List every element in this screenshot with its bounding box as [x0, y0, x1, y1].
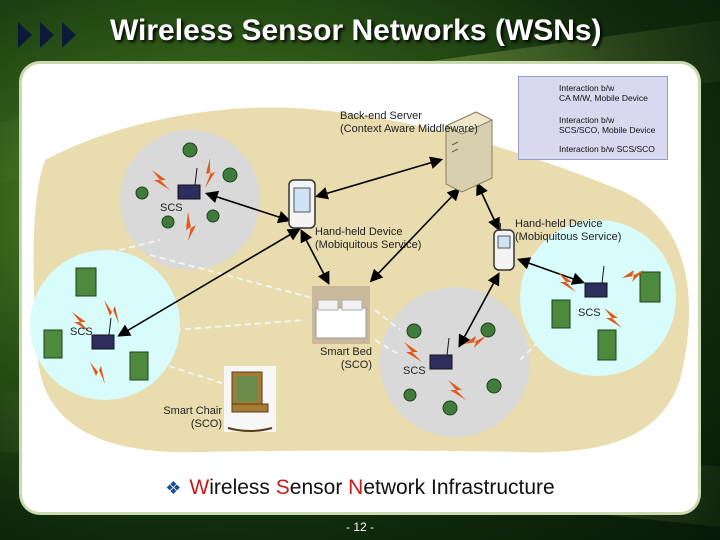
legend-item: Interaction b/w CA M/W, Mobile Device — [559, 83, 648, 103]
link-scs-top-handheld1 — [204, 190, 292, 224]
link-server-bed — [369, 187, 461, 283]
dashed-link — [149, 359, 229, 386]
scs-label: SCS — [70, 326, 93, 338]
link-server-handheld1 — [314, 156, 444, 200]
caption-w: W — [189, 476, 210, 499]
diamond-bullet-icon: ❖ — [165, 478, 182, 498]
smart-chair-icon — [224, 366, 276, 432]
sensor-board-icon — [43, 267, 661, 381]
link-scs-left-handheld1 — [117, 228, 301, 337]
caption-n: N — [348, 476, 364, 499]
link-handheld2-scs-right — [516, 257, 586, 285]
legend-item: Interaction b/w SCS/SCO — [559, 144, 655, 154]
scs-label: SCS — [403, 365, 426, 377]
dashed-link — [374, 339, 401, 356]
scs-cluster-mid — [380, 287, 530, 437]
dashed-link — [374, 309, 401, 331]
server-icon — [444, 111, 494, 193]
gateway-icon — [91, 167, 608, 370]
mobile-phone-icon — [493, 223, 515, 271]
handheld-label: Hand-held Device (Mobiquitous Service) — [315, 226, 422, 251]
caption-s-rest: ensor — [289, 476, 349, 499]
handheld-label: Hand-held Device (Mobiquitous Service) — [515, 218, 622, 243]
page-number: - 12 - — [345, 520, 374, 534]
link-server-handheld2 — [476, 182, 500, 231]
smart-chair-label: Smart Chair (SCO) — [163, 405, 222, 430]
sensor-node-icon — [135, 142, 502, 416]
link-handheld1-bed — [300, 229, 330, 285]
pda-icon — [288, 179, 316, 229]
dashed-link — [519, 334, 546, 361]
caption-s: S — [275, 476, 290, 499]
link-handheld2-scs-mid — [458, 272, 500, 348]
wireless-signal-icon — [72, 158, 644, 400]
caption-n-rest: etwork Infrastructure — [363, 476, 555, 499]
caption-w-rest: ireless — [209, 476, 276, 499]
scs-label: SCS — [160, 202, 183, 214]
arrow-decoration-icon — [40, 22, 54, 48]
server-label: Back-end Server (Context Aware Middlewar… — [340, 110, 478, 135]
scs-cluster-left — [30, 250, 180, 400]
smart-bed-label: Smart Bed (SCO) — [320, 346, 372, 371]
legend: Interaction b/w CA M/W, Mobile Device In… — [518, 76, 668, 160]
smart-bed-icon — [312, 286, 370, 344]
legend-item: Interaction b/w SCS/SCO, Mobile Device — [559, 115, 656, 135]
slide-title: Wireless Sensor Networks (WSNs) — [110, 14, 602, 47]
scs-label: SCS — [578, 307, 601, 319]
arrow-decoration-icon — [18, 22, 32, 48]
arrow-decoration-icon — [62, 22, 76, 48]
caption: ❖ Wireless Sensor Network Infrastructure — [0, 476, 720, 500]
